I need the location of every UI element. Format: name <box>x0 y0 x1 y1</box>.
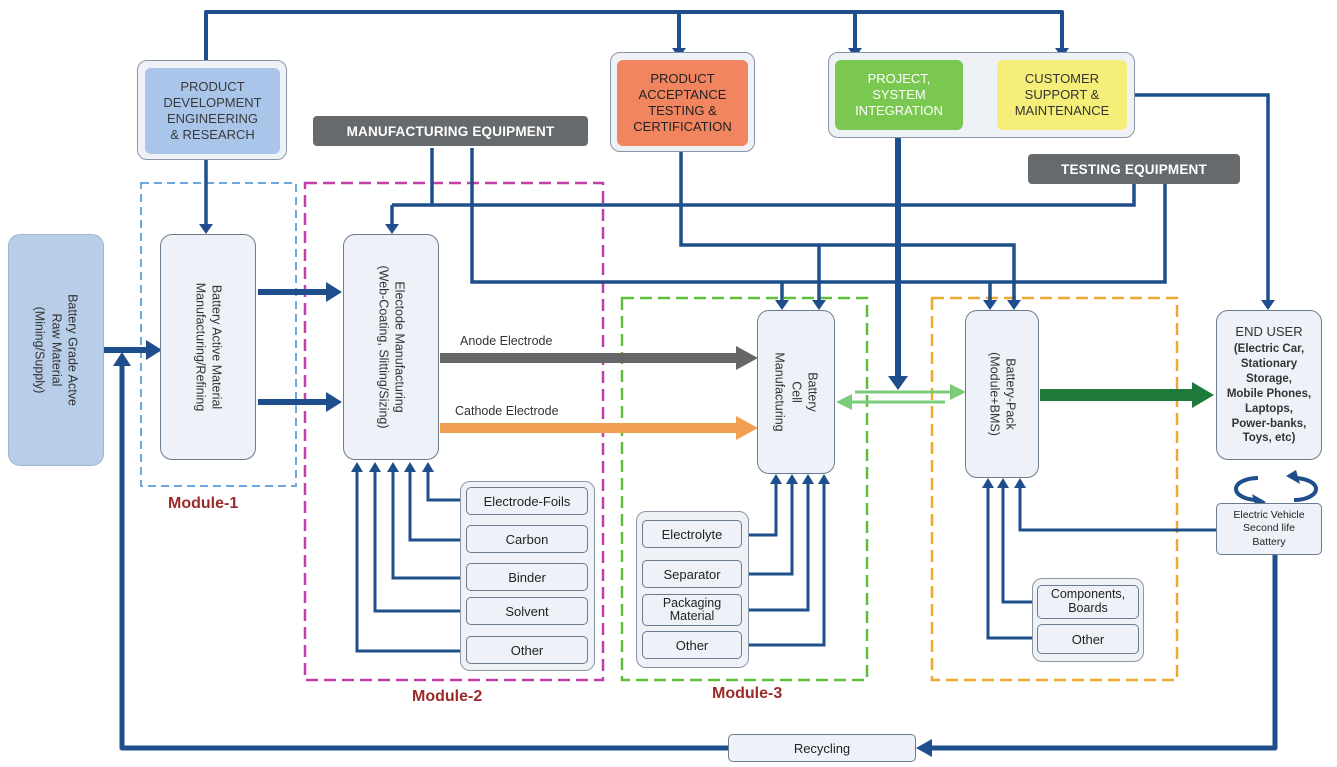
arrowhead-recycling <box>916 739 932 757</box>
cycle-arrow-right <box>1293 476 1318 502</box>
ah-e4 <box>369 462 381 472</box>
input-electrode-foils: Electrode-Foils <box>466 487 588 515</box>
end-user-node: END USER (Electric Car, Stationary Stora… <box>1216 310 1322 460</box>
pack-to-enduser-arrowhead <box>1192 382 1214 408</box>
end-user-title: END USER <box>1235 323 1303 339</box>
module-1-label: Module-1 <box>168 495 239 512</box>
cell-manufacturing-label: Battery Cell Manufacturing <box>772 352 820 432</box>
active-material-node: Battery Active Material Manufacturing/Re… <box>160 234 256 460</box>
arrowhead-raw <box>113 352 131 366</box>
ah-p3 <box>1014 478 1026 488</box>
input-packaging: Packaging Material <box>642 594 742 626</box>
carbon-to-electrode <box>408 470 466 542</box>
ah-p1 <box>997 478 1009 488</box>
cathode-arrowhead <box>736 416 758 440</box>
module-2-label: Module-2 <box>412 688 483 705</box>
second-life-node: Electric Vehicle Second life Battery <box>1216 503 1322 555</box>
arrowhead-electrode-2 <box>326 392 342 412</box>
input-components-boards: Components, Boards <box>1037 585 1139 619</box>
arrowhead-electrode <box>385 224 399 234</box>
ah-e2 <box>404 462 416 472</box>
arrowhead-pack-b <box>1007 300 1021 310</box>
acceptance-header: PRODUCT ACCEPTANCE TESTING & CERTIFICATI… <box>617 60 748 146</box>
recycling-node: Recycling <box>728 734 916 762</box>
input-other-m3: Other <box>642 631 742 659</box>
customer-support-header: CUSTOMER SUPPORT & MAINTENANCE <box>997 60 1127 130</box>
foils-to-electrode <box>426 470 466 502</box>
ah-c4 <box>818 474 830 484</box>
ah-c2 <box>786 474 798 484</box>
ah-c1 <box>770 474 782 484</box>
binder-to-electrode <box>391 470 466 580</box>
ah-p2 <box>982 478 994 488</box>
input-solvent: Solvent <box>466 597 588 625</box>
active-material-label: Battery Active Material Manufacturing/Re… <box>193 282 224 412</box>
input-binder: Binder <box>466 563 588 591</box>
ah-e5 <box>351 462 363 472</box>
cycle-arrow-left <box>1234 476 1259 502</box>
arrowhead-enduser <box>1261 300 1275 310</box>
secondlife-to-recycling <box>928 555 1278 751</box>
arrowhead-integration-down <box>888 376 908 390</box>
acceptance-to-cell <box>679 148 1016 302</box>
components-to-pack <box>1001 486 1036 604</box>
input-electrolyte: Electrolyte <box>642 520 742 548</box>
top-bus-line <box>204 10 1064 60</box>
packaging-to-cell <box>742 482 810 612</box>
cell-pack-arrowhead-left <box>836 394 852 410</box>
arrowhead-cell-a <box>775 300 789 310</box>
input-other-pack: Other <box>1037 624 1139 654</box>
mfg-equip-feed <box>392 148 1136 207</box>
end-user-list: (Electric Car, Stationary Storage, Mobil… <box>1226 342 1312 445</box>
other2-to-electrode <box>355 470 466 653</box>
secondlife-to-pack <box>1018 486 1218 532</box>
recycling-to-raw <box>119 362 728 751</box>
solvent-to-electrode <box>373 470 466 613</box>
arrowhead-pack-a <box>983 300 997 310</box>
module-3-label: Module-3 <box>712 685 783 702</box>
integration-header: PROJECT, SYSTEM INTEGRATION <box>835 60 963 130</box>
separator-to-cell <box>742 482 794 576</box>
module-1-frame <box>140 182 297 487</box>
cycle-arrowhead-right <box>1286 470 1300 484</box>
raw-material-node: Battery Grade Actve Raw Material (Mining… <box>8 234 104 466</box>
ah-e1 <box>422 462 434 472</box>
customer-to-enduser <box>1130 93 1270 302</box>
electrode-manufacturing-node: Electode Manufacturing (Web-Coating, Sli… <box>343 234 439 460</box>
testing-equipment-header: TESTING EQUIPMENT <box>1028 154 1240 184</box>
input-separator: Separator <box>642 560 742 588</box>
cathode-label: Cathode Electrode <box>455 404 559 418</box>
input-other-m2: Other <box>466 636 588 664</box>
anode-arrowhead <box>736 346 758 370</box>
battery-pack-label: Battery-Pack (Module+BMS) <box>987 352 1018 436</box>
electrolyte-to-cell <box>742 482 778 537</box>
manufacturing-equipment-header: MANUFACTURING EQUIPMENT <box>313 116 588 146</box>
other3-to-cell <box>742 482 826 647</box>
product-dev-header: PRODUCT DEVELOPMENT ENGINEERING & RESEAR… <box>145 68 280 154</box>
arrowhead-active <box>199 224 213 234</box>
cell-pack-arrowhead-right <box>950 384 966 400</box>
module-4-frame <box>930 296 1179 682</box>
arrowhead-raw-active <box>146 340 162 360</box>
ah-c3 <box>802 474 814 484</box>
arrowhead-cell-b <box>812 300 826 310</box>
ah-e3 <box>387 462 399 472</box>
module-3-frame <box>620 296 869 682</box>
raw-material-label: Battery Grade Actve Raw Material (Mining… <box>32 294 80 406</box>
input-carbon: Carbon <box>466 525 588 553</box>
battery-pack-node: Battery-Pack (Module+BMS) <box>965 310 1039 478</box>
electrode-manufacturing-label: Electode Manufacturing (Web-Coating, Sli… <box>376 265 407 429</box>
cell-manufacturing-node: Battery Cell Manufacturing <box>757 310 835 474</box>
other4-to-pack <box>986 486 1036 640</box>
anode-label: Anode Electrode <box>460 334 553 348</box>
arrowhead-electrode-1 <box>326 282 342 302</box>
